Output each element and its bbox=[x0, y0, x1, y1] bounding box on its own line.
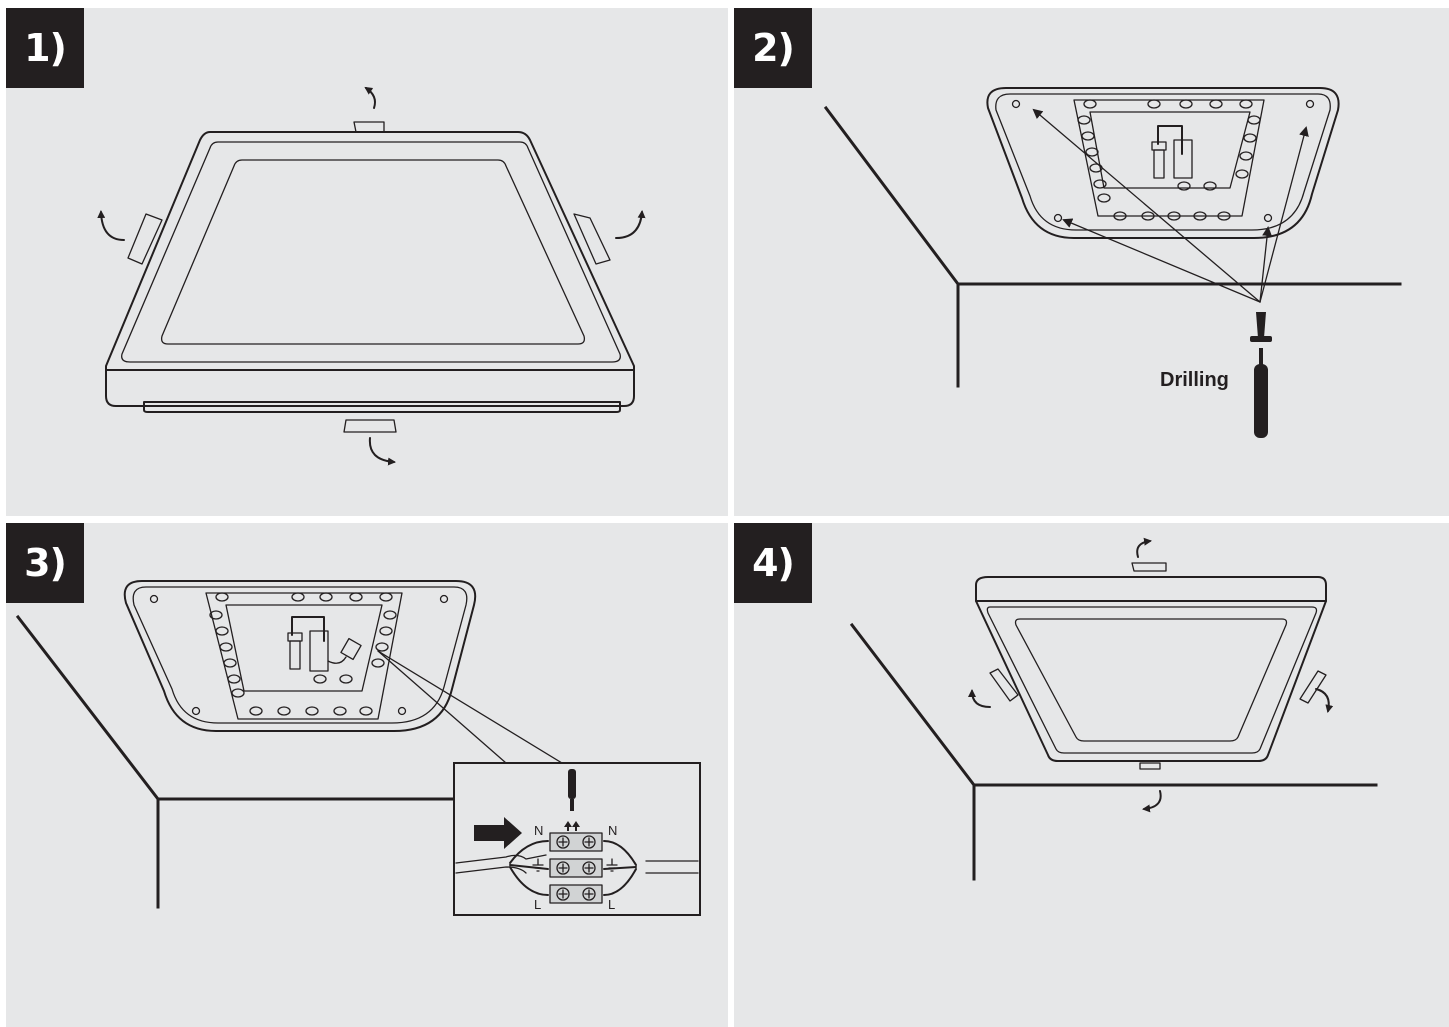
right-spring-clip bbox=[1299, 670, 1334, 713]
right-spring-clip bbox=[573, 210, 646, 265]
left-spring-clip bbox=[968, 668, 1019, 708]
step-1-panel: 1) bbox=[6, 8, 728, 516]
top-spring-clip bbox=[1131, 537, 1167, 572]
drilling-label: Drilling bbox=[1160, 369, 1229, 391]
step-3-illustration: N N L L bbox=[15, 580, 701, 916]
ceiling-corner-line bbox=[15, 614, 456, 801]
earth-icon bbox=[606, 858, 618, 872]
insert-wire-arrow-icon bbox=[474, 817, 522, 849]
terminal-label-n-left: N bbox=[534, 823, 543, 838]
mounting-base bbox=[986, 87, 1340, 239]
panel-light-fixture bbox=[975, 576, 1327, 762]
terminal-label-l-right: L bbox=[608, 897, 615, 912]
panel-light-fixture bbox=[105, 131, 635, 413]
step-1-badge: 1) bbox=[6, 8, 84, 88]
step-4-illustration bbox=[849, 537, 1378, 881]
zoom-line-right bbox=[377, 650, 563, 764]
step-2-panel: 2) bbox=[734, 8, 1449, 516]
screwdriver-icon bbox=[1254, 348, 1268, 438]
step-4-panel: 4) bbox=[734, 523, 1449, 1027]
wall-plug-screw bbox=[1250, 312, 1272, 342]
drill-point-arrows bbox=[1032, 108, 1309, 303]
bottom-spring-clip bbox=[1139, 762, 1162, 813]
mounting-base bbox=[123, 580, 477, 732]
bottom-spring-clip bbox=[343, 419, 397, 466]
left-spring-clip bbox=[97, 210, 163, 265]
step-2-badge: 2) bbox=[734, 8, 812, 88]
step-3-panel: 3) bbox=[6, 523, 728, 1027]
ceiling-corner-line bbox=[823, 105, 1402, 286]
top-spring-clip bbox=[353, 86, 385, 133]
step-3-badge: 3) bbox=[6, 523, 84, 603]
terminal-label-l-left: L bbox=[534, 897, 541, 912]
step-4-badge: 4) bbox=[734, 523, 812, 603]
step-1-illustration bbox=[97, 86, 646, 466]
step-2-illustration: Drilling bbox=[823, 87, 1402, 438]
terminal-label-n-right: N bbox=[608, 823, 617, 838]
screwdriver-icon bbox=[568, 769, 576, 799]
terminal-block-detail: N N L L bbox=[453, 762, 701, 916]
tighten-arrows-icon bbox=[564, 821, 580, 827]
zoom-line-left bbox=[377, 650, 507, 764]
earth-icon bbox=[532, 858, 544, 872]
